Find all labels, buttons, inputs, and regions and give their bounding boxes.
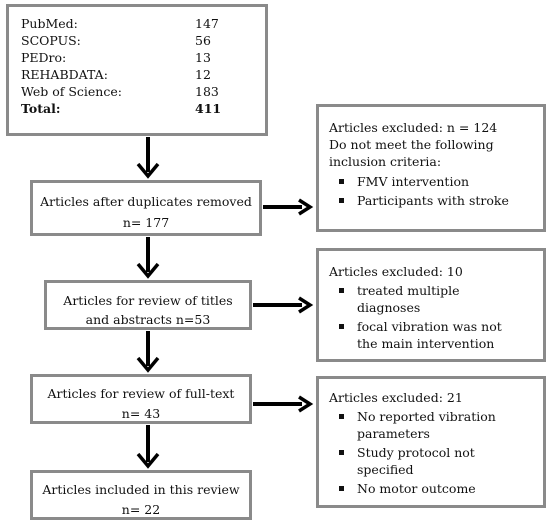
criterion-item: FMV intervention: [329, 173, 535, 190]
total-label: Total:: [21, 101, 61, 116]
exclusion-3-title: Articles excluded: 21: [329, 390, 463, 405]
sources-total-row: Total: 411: [21, 100, 255, 117]
criterion-item: Study protocol not specified: [329, 444, 535, 478]
source-count: 183: [195, 84, 219, 99]
arrow-down-1-head: [136, 162, 160, 179]
source-row: PubMed: 147: [21, 15, 255, 32]
duplicates-removed-line2: n= 177: [122, 215, 170, 230]
title-abstract-line2: and abstracts n=53: [85, 312, 211, 327]
source-count: 13: [195, 50, 211, 65]
exclusion-box-3: Articles excluded: 21 No reported vibrat…: [316, 376, 546, 508]
criterion-item: focal vibration was not the main interve…: [329, 318, 535, 352]
arrow-right-2-head: [298, 296, 314, 314]
arrow-down-3-head: [136, 356, 160, 373]
criterion-item: No motor outcome: [329, 480, 535, 497]
exclusion-1-intro-1: Do not meet the following: [329, 137, 494, 152]
full-text-line1: Articles for review of full-text: [47, 386, 235, 401]
source-row: SCOPUS: 56: [21, 32, 255, 49]
source-row: Web of Science: 183: [21, 83, 255, 100]
source-row: REHABDATA: 12: [21, 66, 255, 83]
source-name: SCOPUS:: [21, 33, 81, 48]
exclusion-1-title: Articles excluded: n = 124: [329, 120, 498, 135]
full-text-line2: n= 43: [121, 406, 161, 421]
source-row: PEDro: 13: [21, 49, 255, 66]
full-text-box: Articles for review of full-text n= 43: [30, 374, 252, 424]
arrow-down-4-head: [136, 452, 160, 469]
criterion-item: treated multiple diagnoses: [329, 282, 535, 316]
criterion-item: Participants with stroke: [329, 192, 535, 209]
source-name: REHABDATA:: [21, 67, 108, 82]
exclusion-box-1: Articles excluded: n = 124 Do not meet t…: [316, 104, 546, 232]
source-count: 147: [195, 16, 219, 31]
source-count: 56: [195, 33, 211, 48]
exclusion-box-2: Articles excluded: 10 treated multiple d…: [316, 248, 546, 362]
included-line1: Articles included in this review: [42, 482, 240, 497]
title-abstract-line1: Articles for review of titles: [63, 293, 233, 308]
title-abstract-box: Articles for review of titles and abstra…: [44, 280, 252, 330]
total-count: 411: [195, 101, 222, 116]
exclusion-1-intro-2: inclusion criteria:: [329, 154, 442, 169]
criterion-item: No reported vibration parameters: [329, 408, 535, 442]
source-name: Web of Science:: [21, 84, 122, 99]
duplicates-removed-box: Articles after duplicates removed n= 177: [30, 180, 262, 236]
included-box: Articles included in this review n= 22: [30, 470, 252, 520]
source-name: PubMed:: [21, 16, 78, 31]
duplicates-removed-line1: Articles after duplicates removed: [40, 194, 252, 209]
arrow-right-3-head: [298, 395, 314, 413]
included-line2: n= 22: [121, 502, 161, 517]
arrow-down-2-head: [136, 262, 160, 279]
source-name: PEDro:: [21, 50, 67, 65]
arrow-right-1-head: [298, 198, 314, 216]
source-count: 12: [195, 67, 211, 82]
exclusion-2-title: Articles excluded: 10: [329, 264, 463, 279]
